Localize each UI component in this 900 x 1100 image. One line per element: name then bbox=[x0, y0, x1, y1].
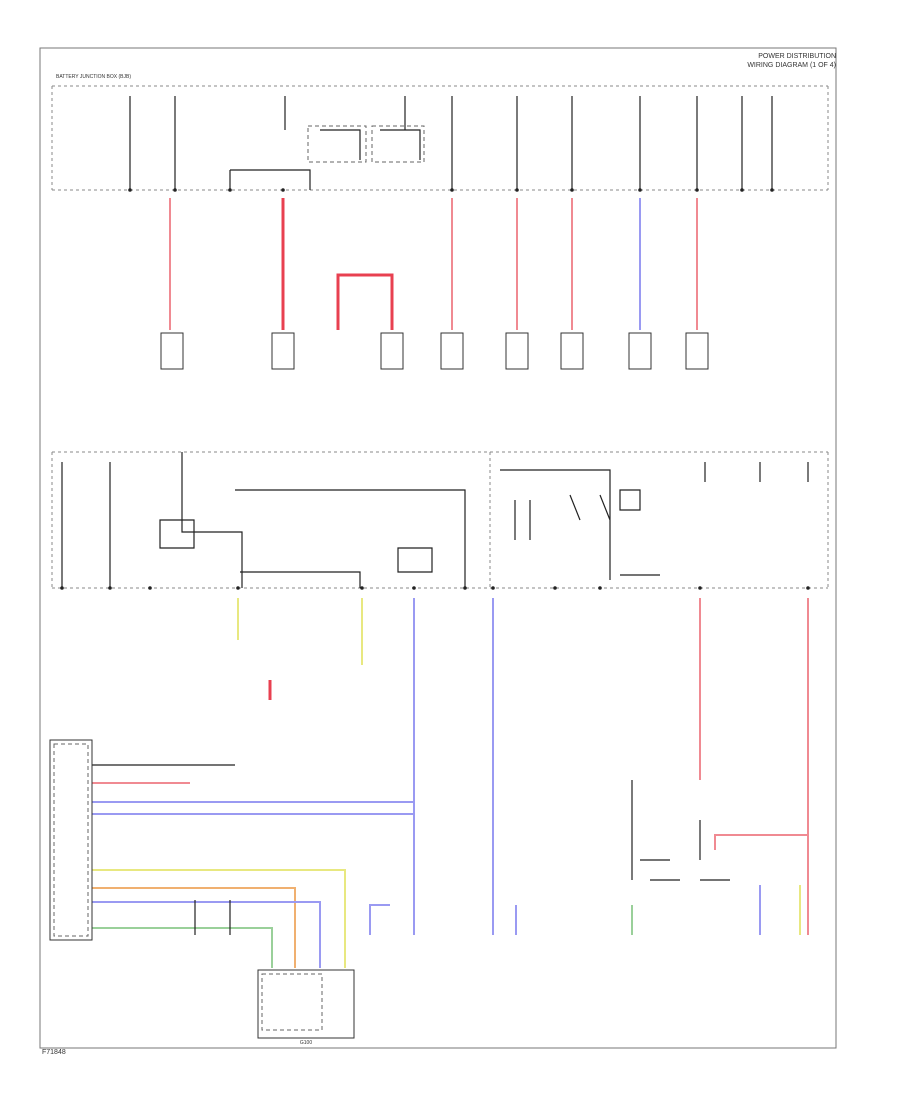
connector-dots bbox=[60, 188, 810, 590]
diagram-frame bbox=[39, 47, 837, 1049]
header-line-2: WIRING DIAGRAM (1 OF 4) bbox=[747, 62, 836, 69]
header-line-1: POWER DISTRIBUTION bbox=[758, 53, 836, 60]
top-components bbox=[160, 332, 709, 370]
ground-block: G100 bbox=[257, 969, 355, 1046]
ground-label: G100 bbox=[300, 1040, 312, 1046]
middle-junction-box bbox=[51, 451, 829, 589]
control-module bbox=[49, 739, 93, 941]
footer-code: F71848 bbox=[42, 1049, 66, 1056]
bottom-wires bbox=[92, 598, 809, 968]
top-wire-drops bbox=[169, 198, 698, 330]
top-junction-box: BATTERY JUNCTION BOX (BJB) bbox=[51, 74, 829, 191]
top-box-label: BATTERY JUNCTION BOX (BJB) bbox=[56, 74, 131, 80]
